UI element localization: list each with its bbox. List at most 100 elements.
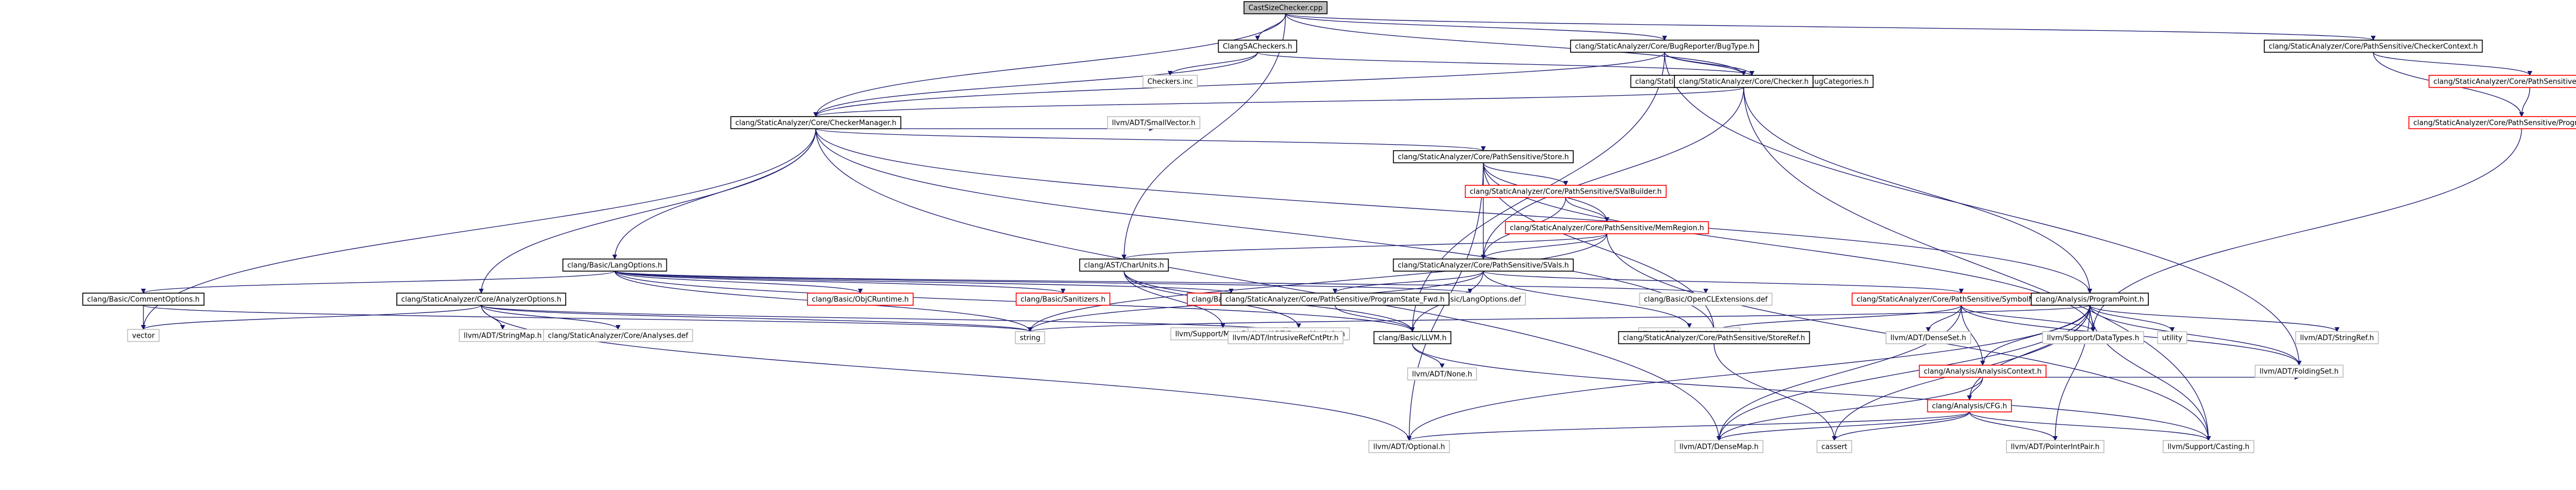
graph-node-commentopts[interactable]: clang/Basic/CommentOptions.h: [82, 293, 204, 306]
graph-node-label: clang/Basic/OpenCLExtensions.def: [1644, 296, 1768, 304]
graph-edge: [1969, 411, 2058, 441]
graph-node-label: clang/Analysis/ProgramPoint.h: [2036, 296, 2144, 304]
graph-node-vector[interactable]: vector: [127, 329, 160, 342]
graph-node-optional[interactable]: llvm/ADT/Optional.h: [1368, 440, 1450, 453]
graph-node-box: [1015, 293, 1110, 306]
graph-node-box: [1015, 331, 1046, 344]
graph-node-foldingset[interactable]: llvm/ADT/FoldingSet.h: [2254, 365, 2344, 378]
graph-node-denseset[interactable]: llvm/ADT/DenseSet.h: [1885, 331, 1971, 344]
graph-node-storeref[interactable]: clang/StaticAnalyzer/Core/PathSensitive/…: [1618, 331, 1810, 344]
graph-node-box: [1220, 293, 1450, 306]
graph-node-box: [396, 293, 566, 306]
graph-node-openclext[interactable]: clang/Basic/OpenCLExtensions.def: [1639, 293, 1773, 306]
graph-node-box: [2042, 331, 2144, 344]
graph-edge: [1480, 87, 1744, 260]
graph-node-checkersinc[interactable]: Checkers.inc: [1142, 75, 1198, 88]
graph-node-label: llvm/ADT/PointerIntPair.h: [2011, 443, 2099, 452]
graph-edge: [614, 271, 863, 294]
graph-node-box: [1464, 185, 1667, 198]
graph-node-box: [1674, 440, 1764, 453]
graph-node-string[interactable]: string: [1015, 331, 1046, 344]
graph-node-utility[interactable]: utility: [2157, 331, 2187, 344]
graph-node-box: [127, 329, 160, 342]
graph-node-svals[interactable]: clang/StaticAnalyzer/Core/PathSensitive/…: [1392, 258, 1574, 272]
graph-node-none[interactable]: llvm/ADT/None.h: [1407, 367, 1477, 381]
graph-node-progstatefwd[interactable]: clang/StaticAnalyzer/Core/PathSensitive/…: [1220, 293, 1450, 306]
graph-node-sanitizers[interactable]: clang/Basic/Sanitizers.h: [1015, 293, 1110, 306]
graph-node-checkerctx[interactable]: clang/StaticAnalyzer/Core/PathSensitive/…: [2264, 40, 2483, 53]
graph-node-cfg[interactable]: clang/Analysis/CFG.h: [1927, 399, 2012, 412]
graph-node-label: Checkers.inc: [1147, 78, 1193, 86]
graph-node-clangsa[interactable]: ClangSACheckers.h: [1218, 40, 1297, 53]
graph-node-box: [730, 116, 902, 129]
graph-node-box: [2295, 331, 2379, 344]
graph-node-llvmh[interactable]: clang/Basic/LLVM.h: [1373, 331, 1452, 344]
graph-node-pointerintpair[interactable]: llvm/ADT/PointerIntPair.h: [2006, 440, 2105, 453]
graph-node-label: clang/StaticAnalyzer/Core/Analyses.def: [548, 332, 689, 340]
graph-edge: [614, 271, 1065, 294]
graph-node-bugtype[interactable]: clang/StaticAnalyzer/Core/BugReporter/Bu…: [1570, 40, 1759, 53]
graph-node-progstatetrait[interactable]: clang/StaticAnalyzer/Core/PathSensitive/…: [2408, 116, 2576, 129]
graph-edge: [815, 128, 1486, 151]
graph-node-box: [2157, 331, 2187, 344]
graph-node-root[interactable]: CastSizeChecker.cpp: [1243, 1, 1328, 14]
graph-edge: [614, 271, 1708, 294]
graph-node-label: llvm/ADT/StringRef.h: [2300, 334, 2374, 343]
graph-edge: [2089, 305, 2175, 332]
graph-node-store[interactable]: clang/StaticAnalyzer/Core/PathSensitive/…: [1392, 150, 1574, 163]
graph-node-checkermgr[interactable]: clang/StaticAnalyzer/Core/CheckerManager…: [730, 116, 902, 129]
graph-node-box: [1373, 331, 1452, 344]
graph-edge: [1124, 271, 1226, 328]
graph-node-label: llvm/Support/Casting.h: [2168, 443, 2249, 452]
graph-node-analysisctx[interactable]: clang/Analysis/AnalysisContext.h: [1919, 365, 2047, 378]
graph-edge: [1716, 377, 1983, 441]
graph-node-intrusiveref[interactable]: llvm/ADT/IntrusiveRefCntPtr.h: [1228, 331, 1344, 344]
graph-edge: [2053, 305, 2091, 441]
graph-node-box: [2163, 440, 2254, 453]
graph-node-smallvector[interactable]: llvm/ADT/SmallVector.h: [1107, 116, 1201, 129]
graph-edge: [478, 128, 816, 294]
graph-node-programpoint[interactable]: clang/Analysis/ProgramPoint.h: [2031, 293, 2149, 306]
graph-node-label: clang/Basic/ObjCRuntime.h: [812, 296, 909, 304]
graph-node-checker[interactable]: clang/StaticAnalyzer/Core/Checker.h: [1674, 75, 1814, 88]
graph-node-box: [1142, 75, 1198, 88]
graph-node-box: [1505, 221, 1709, 234]
graph-edge: [141, 305, 482, 330]
graph-edge: [614, 271, 1415, 332]
graph-node-objcruntime[interactable]: clang/Basic/ObjCRuntime.h: [807, 293, 914, 306]
graph-node-exprengine[interactable]: clang/StaticAnalyzer/Core/PathSensitive/…: [2428, 75, 2576, 88]
graph-node-datatypes[interactable]: llvm/Support/DataTypes.h: [2042, 331, 2144, 344]
graph-edge: [1926, 305, 1962, 332]
graph-edge: [1285, 13, 2376, 41]
graph-node-analysesdef[interactable]: clang/StaticAnalyzer/Core/Analyses.def: [543, 329, 693, 342]
graph-node-box: [1218, 40, 1297, 53]
graph-node-cassert[interactable]: cassert: [1816, 440, 1853, 453]
graph-node-analyzeropts[interactable]: clang/StaticAnalyzer/Core/AnalyzerOption…: [396, 293, 566, 306]
graph-node-casting[interactable]: llvm/Support/Casting.h: [2163, 440, 2254, 453]
graph-node-stringmap[interactable]: llvm/ADT/StringMap.h: [458, 329, 547, 342]
graph-node-label: clang/StaticAnalyzer/Core/Checker.h: [1679, 78, 1809, 86]
graph-node-box: [1392, 258, 1574, 272]
graph-node-box: [807, 293, 914, 306]
graph-edge: [480, 305, 621, 330]
graph-node-label: ClangSACheckers.h: [1223, 43, 1292, 51]
graph-node-densemap[interactable]: llvm/ADT/DenseMap.h: [1674, 440, 1764, 453]
graph-node-label: clang/StaticAnalyzer/Core/PathSensitive/…: [1225, 296, 1445, 304]
graph-node-memregion[interactable]: clang/StaticAnalyzer/Core/PathSensitive/…: [1505, 221, 1709, 234]
graph-node-box: [2264, 40, 2483, 53]
graph-edge: [1969, 411, 2211, 441]
graph-node-box: [1368, 440, 1450, 453]
graph-node-label: clang/StaticAnalyzer/Core/PathSensitive/…: [1856, 296, 2066, 304]
graph-node-label: clang/Basic/CommentOptions.h: [87, 296, 200, 304]
graph-node-box: [1107, 116, 1201, 129]
graph-node-label: llvm/Support/DataTypes.h: [2047, 334, 2140, 343]
graph-node-stringref[interactable]: llvm/ADT/StringRef.h: [2295, 331, 2379, 344]
graph-node-charunits[interactable]: clang/AST/CharUnits.h: [1079, 258, 1169, 272]
graph-node-svalbuilder[interactable]: clang/StaticAnalyzer/Core/PathSensitive/…: [1464, 185, 1667, 198]
graph-node-langoptions[interactable]: clang/Basic/LangOptions.h: [562, 258, 667, 272]
graph-node-symbolmgr[interactable]: clang/StaticAnalyzer/Core/PathSensitive/…: [1851, 293, 2071, 306]
graph-edge: [813, 52, 1258, 117]
graph-edge: [1716, 305, 2091, 441]
